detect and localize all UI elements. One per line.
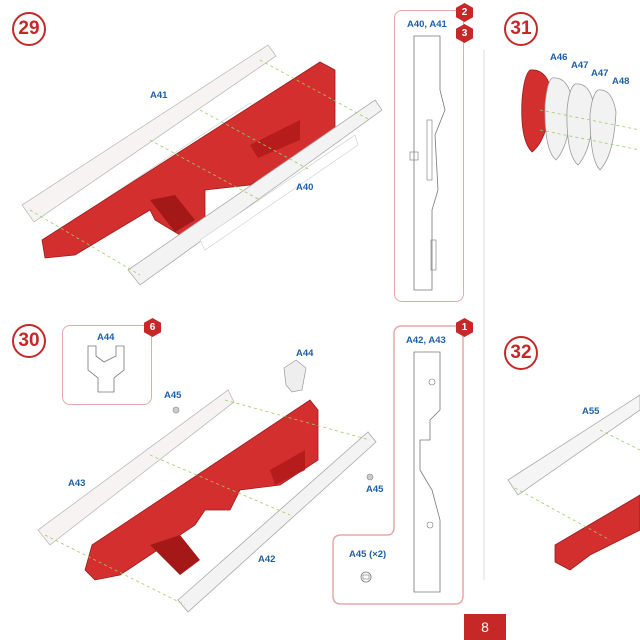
- badge-1: 1: [456, 318, 473, 337]
- part-label-a44: A44: [296, 348, 314, 359]
- part-label-a46: A46: [550, 52, 568, 63]
- part-label-a55: A55: [582, 406, 600, 417]
- badge-2: 2: [456, 3, 473, 22]
- panel-part-a40-a41-drawing: [409, 35, 446, 291]
- part-label-a47-2: A47: [591, 68, 609, 79]
- part-label-a45-top: A45: [164, 390, 182, 401]
- step-30-illustration: [37, 359, 377, 613]
- page-number: 8: [464, 614, 506, 640]
- step-number-31: 31: [504, 12, 538, 46]
- part-label-a41: A41: [150, 90, 168, 101]
- step-number-30: 30: [12, 324, 46, 358]
- part-label-a47-1: A47: [571, 60, 589, 71]
- part-label-a40: A40: [296, 182, 314, 193]
- part-label-a45-right: A45: [366, 484, 384, 495]
- step-number-29: 29: [12, 12, 46, 46]
- panel-label-a45-x2: A45 (×2): [349, 549, 387, 560]
- panel-part-a44-drawing: [87, 345, 125, 393]
- step-number-32: 32: [504, 336, 538, 370]
- badge-6: 6: [144, 318, 161, 337]
- step-29-illustration: [21, 44, 383, 286]
- badge-3: 3: [456, 24, 473, 43]
- parts-panel-a44: A44: [62, 325, 152, 405]
- parts-panel-a42-a43: A42, A43 A45 (×2): [332, 325, 464, 605]
- panel-outline: [332, 325, 464, 605]
- step-31-illustration: [521, 69, 640, 171]
- panel-part-a42-a43-drawing: [360, 351, 441, 593]
- part-label-a43: A43: [68, 478, 86, 489]
- part-label-a48: A48: [612, 76, 630, 87]
- panel-title-a44: A44: [97, 332, 115, 343]
- part-label-a42: A42: [258, 554, 276, 565]
- step-32-illustration: [507, 394, 640, 571]
- parts-panel-a40-a41: A40, A41: [394, 10, 464, 302]
- panel-title-a40-a41: A40, A41: [407, 19, 447, 30]
- panel-title-a42-a43: A42, A43: [406, 335, 446, 346]
